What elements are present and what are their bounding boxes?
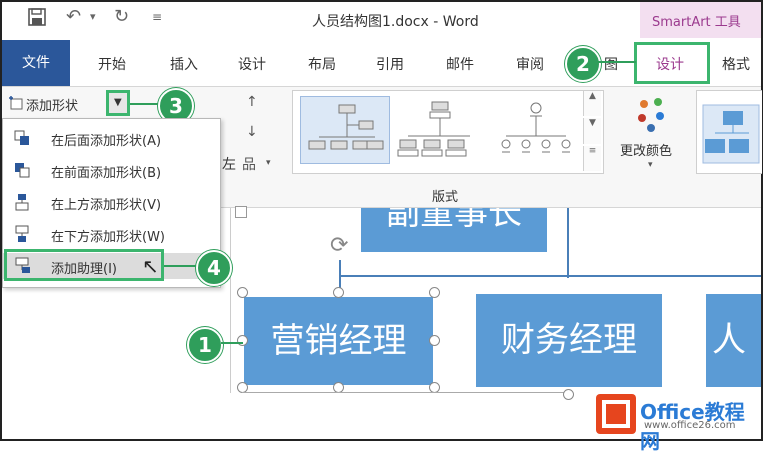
- change-colors-label: 更改颜色: [620, 144, 673, 159]
- canvas-frame-line: [242, 392, 572, 393]
- tab-file[interactable]: 文件: [2, 40, 70, 86]
- add-after-icon: [13, 129, 31, 147]
- badge-4-connector: [164, 265, 198, 267]
- gallery-scroll-up-icon[interactable]: ▲: [583, 91, 601, 116]
- connector-line-drop: [339, 260, 341, 290]
- tab-design[interactable]: 设计: [238, 57, 266, 73]
- undo-icon[interactable]: ↶: [66, 6, 82, 27]
- tab-references[interactable]: 引用: [376, 57, 404, 73]
- org-shape-finance-manager-text: 财务经理: [501, 320, 637, 360]
- org-shape-vice-chairman[interactable]: 副董事长: [361, 208, 547, 252]
- color-palette-icon: [634, 96, 670, 140]
- selection-handle-right[interactable]: [429, 335, 440, 346]
- tab-insert[interactable]: 插入: [170, 57, 198, 73]
- menu-item-add-before[interactable]: 在前面添加形状(B): [3, 157, 220, 183]
- badge-1-connector: [221, 342, 243, 344]
- org-shape-hr-partial[interactable]: 人: [706, 294, 761, 387]
- margin-guide: [230, 208, 231, 393]
- selection-handle-top-left[interactable]: [237, 287, 248, 298]
- watermark-url: www.office26.com: [644, 420, 736, 431]
- tab-format[interactable]: 格式: [722, 57, 750, 73]
- menu-item-label: 在前面添加形状(B): [51, 166, 162, 181]
- undo-dropdown-icon[interactable]: ▾: [90, 10, 96, 23]
- layout-option-org-chart[interactable]: [300, 96, 390, 164]
- menu-item-add-below[interactable]: 在下方添加形状(W): [3, 221, 220, 247]
- add-before-icon: [13, 161, 31, 179]
- save-icon[interactable]: [28, 8, 46, 31]
- rotate-handle-icon[interactable]: ⟳: [330, 233, 349, 258]
- layout-option-name-title-org-chart[interactable]: [394, 96, 484, 164]
- redo-icon[interactable]: ↻: [114, 6, 130, 27]
- menu-item-label: 在下方添加形状(W): [51, 230, 165, 245]
- chevron-down-icon: ▼: [114, 97, 122, 108]
- org-shape-hr-partial-text: 人: [712, 320, 746, 360]
- canvas-frame-handle[interactable]: [563, 389, 574, 400]
- menu-item-add-above[interactable]: 在上方添加形状(V): [3, 189, 220, 215]
- selection-handle-top-right[interactable]: [429, 287, 440, 298]
- tab-mailings[interactable]: 邮件: [446, 57, 474, 73]
- layout-dropdown-icon[interactable]: ▾: [266, 158, 271, 168]
- add-shape-dropdown-button[interactable]: ▼: [106, 90, 130, 116]
- promote-arrow-icon[interactable]: ↑: [246, 94, 258, 110]
- org-shape-marketing-manager-text: 营销经理: [270, 321, 407, 361]
- gallery-scroll-down-icon[interactable]: ▼: [583, 118, 601, 144]
- gallery-more-icon[interactable]: ≡: [583, 146, 601, 171]
- selection-handle-left[interactable]: [237, 335, 248, 346]
- step-badge-1: 1: [187, 327, 223, 363]
- tab-smartart-design[interactable]: 设计: [656, 57, 684, 73]
- add-shape-button[interactable]: 添加形状: [4, 92, 114, 114]
- connector-line-horizontal: [339, 275, 761, 277]
- office-logo-icon: [596, 394, 636, 434]
- menu-item-label: 在上方添加形状(V): [51, 198, 162, 213]
- design-tab-highlight: [634, 42, 710, 84]
- connector-line-vertical: [567, 208, 569, 278]
- demote-arrow-icon[interactable]: ↓: [246, 124, 258, 140]
- menu-item-add-after[interactable]: 在后面添加形状(A): [3, 125, 220, 151]
- org-shape-finance-manager[interactable]: 财务经理: [476, 294, 662, 387]
- org-shape-vice-chairman-text: 副董事长: [386, 208, 522, 233]
- org-shape-marketing-manager[interactable]: 营销经理: [244, 297, 433, 385]
- layout-org-icon[interactable]: 品: [242, 157, 256, 173]
- add-shape-label: 添加形状: [26, 99, 79, 114]
- customize-toolbar-icon[interactable]: ≡: [152, 10, 163, 24]
- document-title: 人员结构图1.docx - Word: [312, 14, 479, 30]
- badge-2-connector: [598, 61, 636, 63]
- text-pane-toggle[interactable]: [235, 206, 247, 218]
- add-assistant-icon: [13, 257, 31, 275]
- title-bar: ↶ ▾ ↻ ≡ 人员结构图1.docx - Word: [2, 2, 761, 40]
- menu-item-label: 在后面添加形状(A): [51, 134, 162, 149]
- add-assistant-highlight: [4, 249, 164, 281]
- selection-handle-top[interactable]: [333, 287, 344, 298]
- menu-item-label: 添加助理(I): [51, 262, 117, 277]
- mouse-cursor-icon: ↖: [142, 254, 159, 278]
- change-colors-button[interactable]: 更改颜色 ▾: [612, 92, 694, 176]
- smartart-styles-gallery[interactable]: [696, 90, 762, 174]
- tab-review[interactable]: 审阅: [516, 57, 544, 73]
- badge-3-connector: [130, 103, 160, 105]
- layout-group-label: 版式: [432, 190, 459, 205]
- tab-layout[interactable]: 布局: [308, 57, 336, 73]
- right-to-left-label[interactable]: 左: [222, 157, 236, 173]
- change-colors-dropdown-icon: ▾: [648, 160, 653, 170]
- smartart-tools-context-tab: SmartArt 工具: [640, 2, 761, 38]
- step-badge-4: 4: [196, 250, 232, 286]
- add-below-icon: [13, 225, 31, 243]
- add-shape-icon: [8, 95, 24, 115]
- step-badge-2: 2: [565, 46, 601, 82]
- layout-option-circle-org-chart[interactable]: [490, 96, 580, 164]
- window-frame: [0, 0, 763, 441]
- add-above-icon: [13, 193, 31, 211]
- tab-home[interactable]: 开始: [98, 57, 126, 73]
- tab-view-partial[interactable]: 图: [604, 57, 618, 73]
